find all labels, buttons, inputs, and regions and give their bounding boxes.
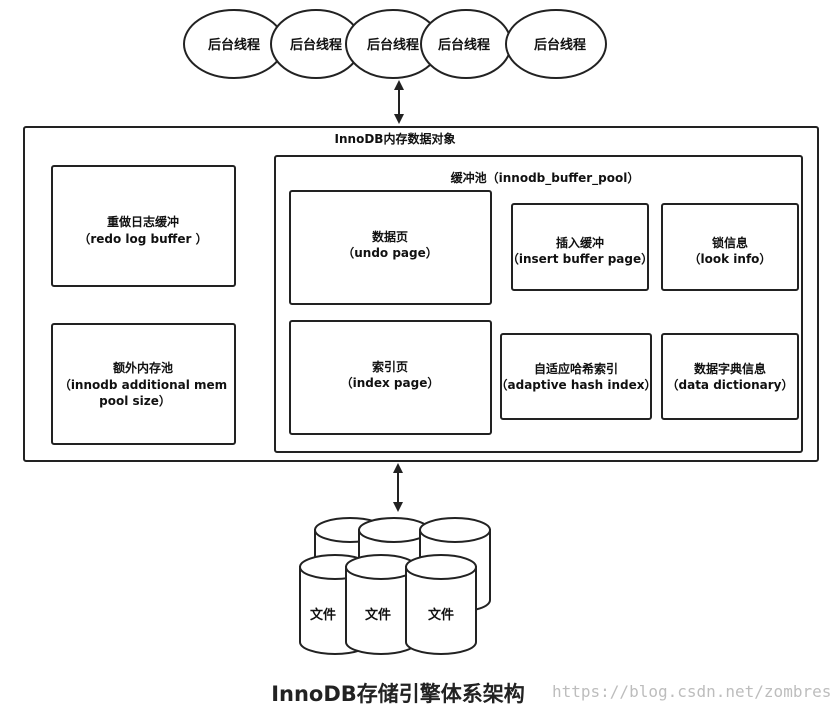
file-label: 文件 [428, 607, 454, 623]
data-dictionary-box [661, 333, 799, 420]
diagram-caption: InnoDB存储引擎体系架构 [271, 682, 525, 706]
memory-title: InnoDB内存数据对象 [335, 131, 456, 146]
data-dictionary-sublabel: （data dictionary） [667, 377, 794, 392]
additional-mem-label: 额外内存池 [113, 360, 173, 375]
thread-label: 后台线程 [208, 37, 260, 53]
data-page-label: 数据页 [372, 229, 408, 244]
memory-data-objects: InnoDB内存数据对象 重做日志缓冲 （redo log buffer ） 额… [23, 126, 819, 462]
data-page-box [289, 190, 492, 305]
data-dictionary-label: 数据字典信息 [694, 361, 766, 376]
file-cylinder [405, 554, 477, 655]
lock-info-label: 锁信息 [712, 235, 748, 250]
insert-buffer-label: 插入缓冲 [556, 235, 604, 250]
redo-log-label: 重做日志缓冲 [107, 214, 179, 229]
additional-mem-sublabel-2: pool size） [99, 393, 171, 408]
adaptive-hash-label: 自适应哈希索引 [534, 361, 618, 376]
arrow-threads-memory [394, 80, 404, 124]
file-cylinder [345, 554, 417, 655]
thread-label: 后台线程 [367, 37, 419, 53]
data-files: 文件 文件 文件 [299, 517, 491, 655]
lock-info-box [661, 203, 799, 291]
file-label: 文件 [310, 607, 336, 623]
additional-mem-pool-box [51, 323, 236, 445]
redo-log-sublabel: （redo log buffer ） [78, 231, 207, 246]
lock-info-sublabel: （look info） [689, 251, 772, 266]
buffer-pool-title: 缓冲池（innodb_buffer_pool） [451, 170, 640, 186]
adaptive-hash-sublabel: （adaptive hash index） [496, 377, 657, 392]
thread-label: 后台线程 [290, 37, 342, 53]
index-page-label: 索引页 [372, 359, 408, 374]
additional-mem-sublabel: （innodb additional mem [59, 377, 227, 392]
thread-label: 后台线程 [438, 37, 490, 53]
data-page-sublabel: （undo page） [342, 245, 438, 260]
insert-buffer-sublabel: （insert buffer page） [507, 251, 653, 266]
watermark: https://blog.csdn.net/zombres [552, 682, 831, 701]
thread-ellipse [505, 9, 607, 79]
thread-label: 后台线程 [534, 37, 586, 53]
index-page-box [289, 320, 492, 435]
arrow-memory-files [393, 463, 403, 512]
file-label: 文件 [365, 607, 391, 623]
insert-buffer-box [511, 203, 649, 291]
redo-log-buffer-box [51, 165, 236, 287]
background-threads: 后台线程 后台线程 后台线程 后台线程 后台线程 [183, 9, 607, 79]
index-page-sublabel: （index page） [341, 375, 440, 390]
adaptive-hash-box [500, 333, 652, 420]
